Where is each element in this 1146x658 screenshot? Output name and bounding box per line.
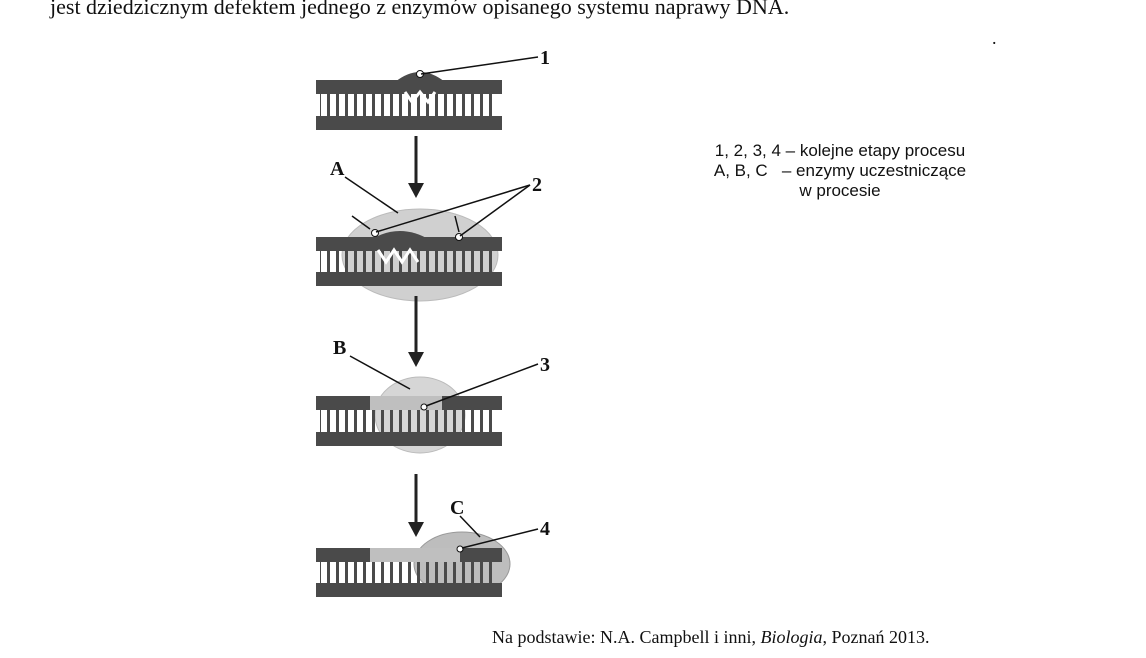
dna-top-strand: [316, 80, 502, 94]
pointer-line-2a: [375, 184, 531, 233]
excision-segment: [376, 247, 420, 265]
source-suffix: , Poznań 2013.: [822, 627, 930, 647]
damage-bulge: [370, 231, 430, 240]
ligation-marker: [456, 545, 464, 553]
intro-text: jest dziedzicznym defektem jednego z enz…: [50, 0, 790, 19]
dna-panel-3: [316, 355, 539, 454]
step-label-2: 2: [532, 174, 542, 196]
step-label-3: 3: [540, 354, 550, 376]
dna-panel-1: [316, 56, 539, 130]
legend: 1, 2, 3, 4 – kolejne etapy procesu A, B,…: [660, 141, 1020, 201]
trailing-dot: .: [992, 28, 997, 48]
cut-arrow-right: [454, 215, 460, 233]
pointer-line-b: [349, 355, 411, 390]
process-arrow-3: [408, 474, 424, 537]
enzyme-label-a: A: [330, 158, 345, 180]
dna-bottom-strand: [316, 583, 502, 597]
pointer-line-2b: [459, 184, 531, 237]
dna-bottom-strand: [316, 432, 502, 446]
cut-arrow-left: [351, 215, 371, 230]
pointer-line-1: [420, 56, 539, 75]
source-prefix: Na podstawie: N.A. Campbell i inni,: [492, 627, 761, 647]
dna-rungs: [320, 560, 498, 585]
enzyme-label-c: C: [450, 497, 464, 519]
pointer-line-4: [461, 528, 539, 549]
dna-bottom-strand: [316, 272, 502, 286]
process-arrow-2: [408, 296, 424, 367]
dna-rungs: [320, 408, 498, 434]
dna-top-strand: [316, 237, 502, 251]
dna-panel-2: [316, 176, 531, 302]
step-label-4: 4: [540, 518, 550, 540]
source-citation: Na podstawie: N.A. Campbell i inni, Biol…: [492, 627, 929, 648]
legend-line-2: A, B, C – enzymy uczestniczące: [713, 161, 967, 180]
legend-line-1: 1, 2, 3, 4 – kolejne etapy procesu: [714, 141, 966, 160]
source-title: Biologia: [760, 627, 823, 647]
enzyme-label-b: B: [333, 337, 346, 359]
step-label-1: 1: [540, 47, 550, 69]
thymine-dimer: [403, 89, 437, 105]
process-arrow-1: [408, 136, 424, 198]
synthesis-marker: [420, 403, 428, 411]
legend-line-3: w procesie: [799, 181, 881, 200]
pointer-line-3: [425, 363, 539, 407]
pointer-line-a: [344, 176, 399, 214]
cut-site-marker-left: [371, 229, 379, 237]
dna-panel-4: [316, 515, 539, 597]
dna-bottom-strand: [316, 116, 502, 130]
new-strand-segment: [370, 548, 460, 562]
pointer-line-c: [459, 515, 481, 538]
new-strand-segment: [370, 396, 442, 410]
